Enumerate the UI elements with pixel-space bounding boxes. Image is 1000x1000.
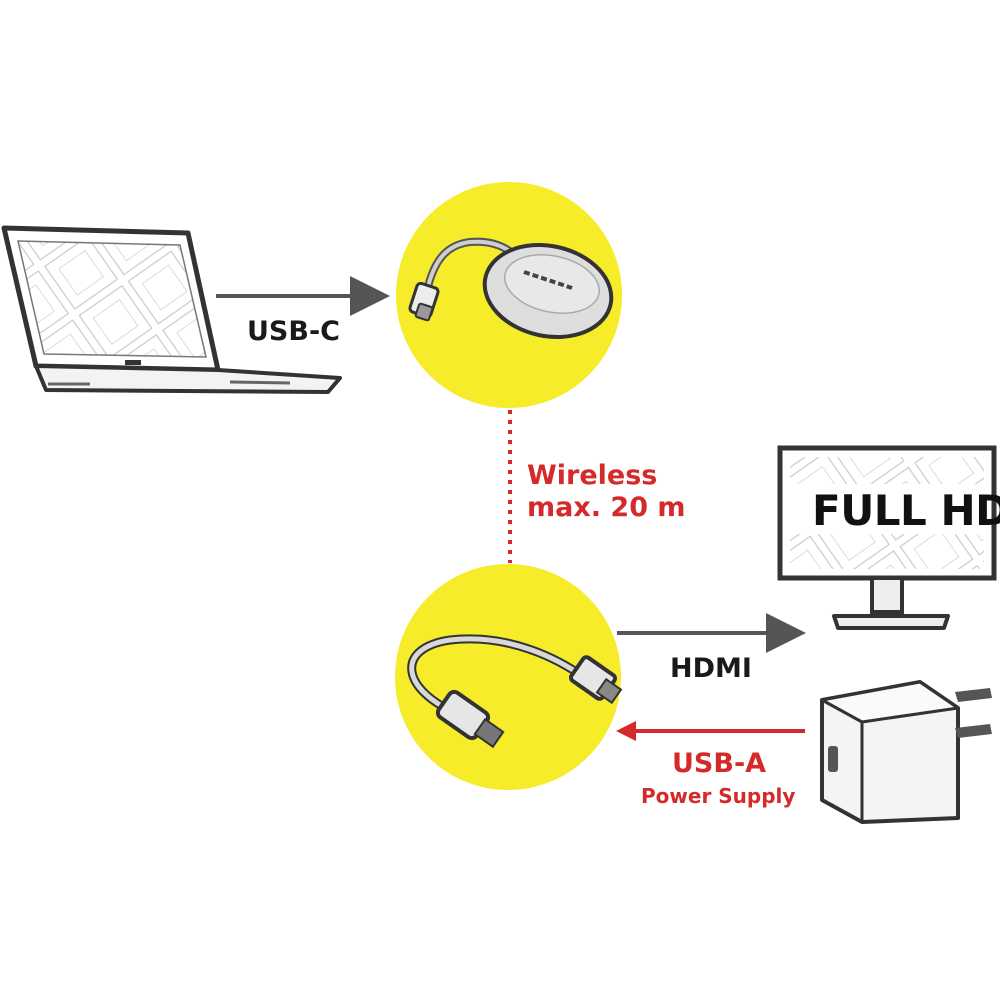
hdmi-label: HDMI <box>670 653 752 684</box>
power-supply-label: Power Supply <box>641 784 796 808</box>
monitor-icon <box>777 445 997 630</box>
usb-c-label: USB-C <box>247 316 340 347</box>
wireless-label: Wireless <box>527 460 658 491</box>
hdmi-receiver-cable-icon <box>407 634 623 749</box>
receiver-circle <box>395 564 621 790</box>
usb-c-transmitter-icon <box>408 237 614 339</box>
usb-a-arrowhead <box>616 721 636 741</box>
full-hd-screen-text: FULL HD <box>812 486 1000 535</box>
wireless-range-label: max. 20 m <box>527 492 686 523</box>
laptop-icon <box>1 225 342 394</box>
power-adapter-icon <box>820 680 992 824</box>
usb-a-label: USB-A <box>672 748 767 779</box>
